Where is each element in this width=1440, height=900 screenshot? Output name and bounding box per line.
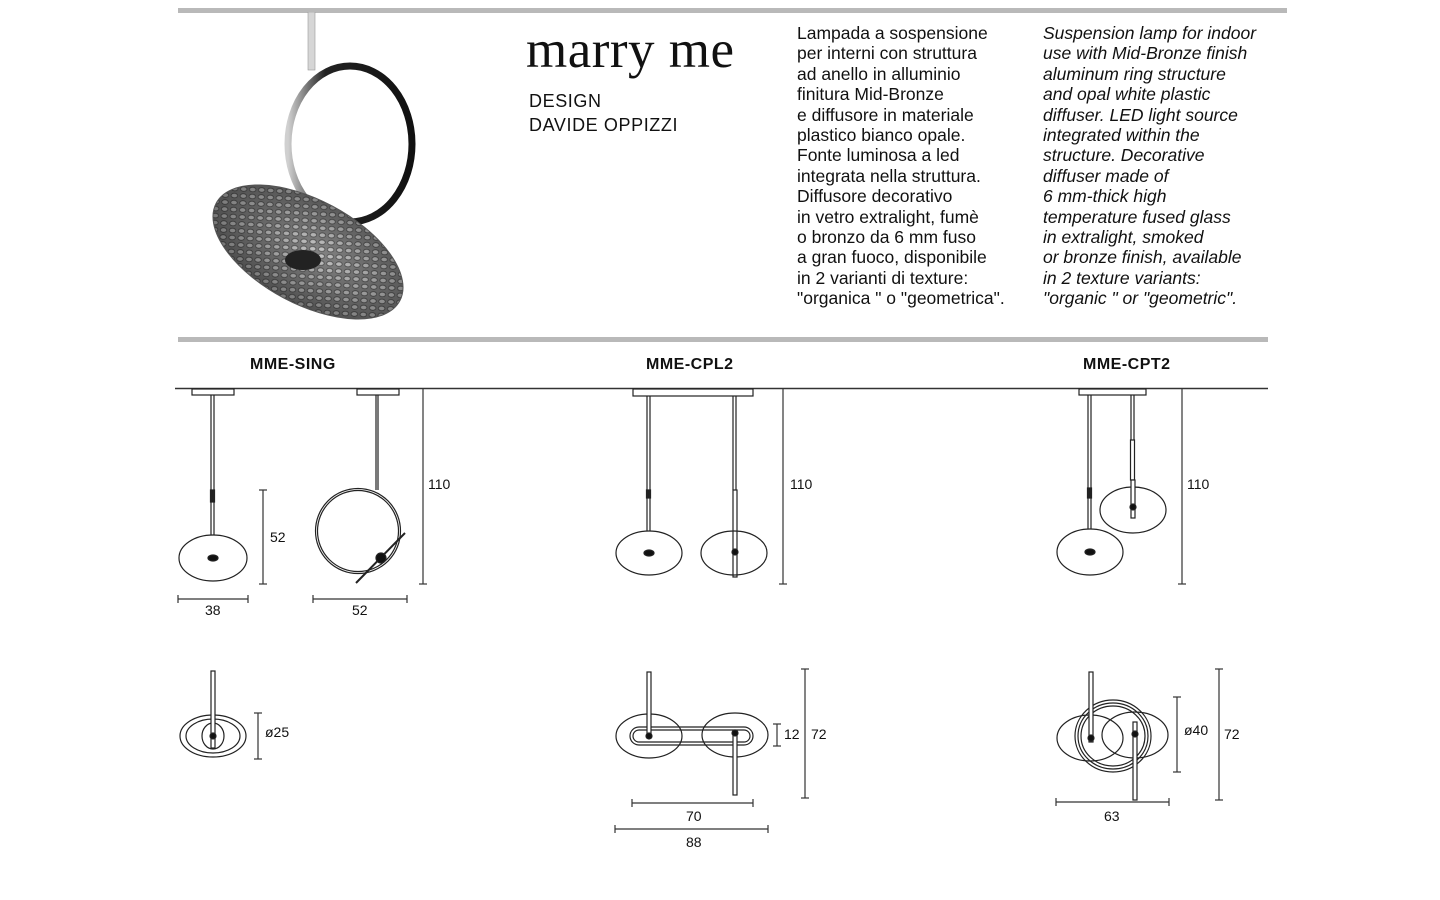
sing-label-38: 38 [205, 602, 221, 618]
desc-it-line: o bronzo da 6 mm fuso [797, 227, 976, 248]
cpl2-label-70: 70 [686, 808, 702, 824]
design-label: DESIGN [529, 91, 602, 111]
cpt2-label-72: 72 [1224, 726, 1240, 742]
sing-dim-52-horizontal [312, 595, 408, 603]
model-code-cpl2: MME-CPL2 [646, 356, 734, 373]
desc-it-line: plastico bianco opale. [797, 125, 966, 146]
cpl2-label-88: 88 [686, 834, 702, 850]
desc-it-line: e diffusore in materiale [797, 104, 974, 125]
sing-dim-110-vertical [419, 389, 427, 585]
cpl2-label-110: 110 [790, 476, 813, 492]
desc-it-line: ad anello in alluminio [797, 63, 961, 84]
sing-label-52-vertical: 52 [270, 529, 286, 545]
middle-divider [178, 337, 1268, 342]
model-code-cpt2: MME-CPT2 [1083, 356, 1171, 373]
cpl2-label-12: 12 [784, 726, 800, 742]
description-italian: Lampada a sospensione per interni con st… [797, 23, 1005, 309]
sing-dim-52-vertical [259, 489, 267, 585]
sing-side-elevation [314, 388, 406, 584]
cpl2-dim-72 [801, 668, 809, 799]
cpl2-dim-70 [631, 799, 754, 807]
desc-en-line: 6 mm-thick high [1043, 186, 1167, 207]
sing-label-52-horizontal: 52 [352, 602, 368, 618]
cpl2-dim-88 [614, 825, 769, 833]
sing-plan-view [179, 670, 247, 758]
top-divider [178, 8, 1287, 13]
desc-it-line: a gran fuoco, disponibile [797, 247, 987, 268]
desc-en-line: aluminum ring structure [1043, 63, 1226, 84]
cpt2-label-63: 63 [1104, 808, 1120, 824]
sing-dim-25 [254, 712, 262, 760]
desc-en-line: use with Mid-Bronze finish [1043, 43, 1248, 64]
cpt2-label-diameter: ø40 [1184, 722, 1208, 738]
product-photo [212, 12, 416, 320]
cpl2-label-72: 72 [811, 726, 827, 742]
desc-en-line: "organic " or "geometric". [1043, 288, 1238, 309]
cpt2-dim-110 [1178, 389, 1186, 585]
desc-en-line: in 2 texture variants: [1043, 267, 1201, 288]
cpt2-label-110: 110 [1187, 476, 1210, 492]
desc-en-line: diffuser. LED light source [1043, 104, 1238, 125]
cpl2-elevation [615, 388, 768, 578]
desc-en-line: structure. Decorative [1043, 145, 1205, 166]
desc-it-line: "organica " o "geometrica". [797, 288, 1005, 309]
model-code-sing: MME-SING [250, 356, 336, 373]
desc-it-line: finitura Mid-Bronze [797, 84, 944, 105]
desc-en-line: integrated within the [1043, 125, 1200, 146]
sing-label-110: 110 [428, 476, 451, 492]
sing-dim-38-horizontal [177, 595, 249, 603]
cpl2-dim-12 [773, 723, 781, 747]
desc-it-line: in vetro extralight, fumè [797, 206, 979, 227]
cpl2-dim-110 [779, 389, 787, 585]
desc-en-line: or bronze finish, available [1043, 247, 1242, 268]
cpt2-plan-view [1056, 671, 1169, 801]
sing-front-elevation [178, 388, 248, 582]
desc-it-line: per interni con struttura [797, 43, 977, 64]
description-english: Suspension lamp for indoor use with Mid-… [1043, 23, 1256, 309]
cpl2-plan-view [615, 671, 769, 796]
desc-en-line: temperature fused glass [1043, 206, 1231, 227]
desc-it-line: integrata nella struttura. [797, 165, 981, 186]
sing-label-diameter: ø25 [265, 724, 289, 740]
desc-en-line: and opal white plastic [1043, 84, 1211, 105]
cpt2-dim-63 [1055, 798, 1170, 806]
cpt2-dim-72 [1215, 668, 1223, 801]
desc-it-line: Lampada a sospensione [797, 23, 988, 43]
desc-en-line: Suspension lamp for indoor [1043, 23, 1257, 43]
desc-en-line: diffuser made of [1043, 165, 1169, 186]
desc-it-line: in 2 varianti di texture: [797, 267, 969, 288]
cpt2-dim-40 [1173, 696, 1181, 773]
designer-name: DAVIDE OPPIZZI [529, 115, 679, 135]
cpt2-elevation [1056, 388, 1167, 576]
desc-it-line: Fonte luminosa a led [797, 145, 960, 166]
desc-it-line: Diffusore decorativo [797, 186, 953, 207]
product-title: marry me [526, 21, 735, 79]
desc-en-line: in extralight, smoked [1043, 227, 1204, 248]
